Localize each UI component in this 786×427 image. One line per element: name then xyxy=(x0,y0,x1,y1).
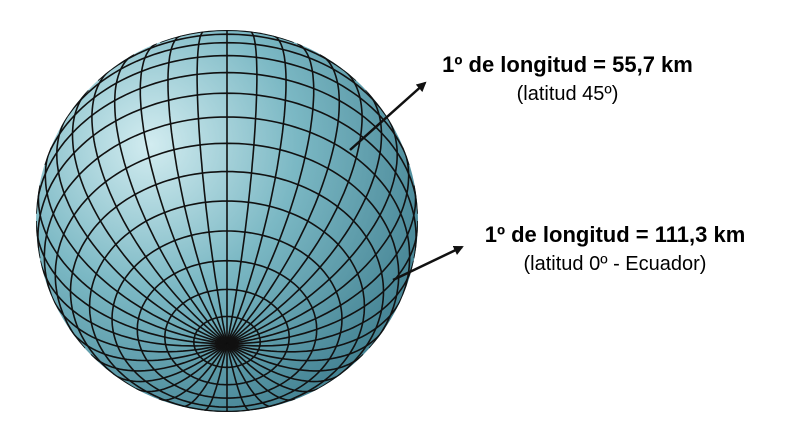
meridian-line xyxy=(226,343,296,401)
meridian-line xyxy=(181,343,228,408)
parallel-line xyxy=(88,200,366,412)
meridian-line xyxy=(71,89,228,345)
parallel-line xyxy=(136,259,318,399)
parallel-line xyxy=(69,170,385,392)
annotation-lat45-subtitle: (latitud 45º) xyxy=(516,83,619,105)
meridian-line xyxy=(226,220,418,345)
parallel-line xyxy=(43,54,411,166)
arrow-lat0 xyxy=(392,245,464,282)
annotation-lat0-subtitle: (latitud 0º - Ecuador) xyxy=(523,253,707,275)
meridian-line xyxy=(39,260,228,347)
meridian-line xyxy=(226,53,341,345)
meridian-line xyxy=(68,328,228,362)
parallel-line xyxy=(163,288,291,386)
meridian-line xyxy=(226,260,415,347)
meridian-line xyxy=(36,220,228,345)
annotation-lat45-title: 1º de longitud = 55,7 km xyxy=(442,52,693,77)
annotation-lat45: 1º de longitud = 55,7 km (latitud 45º) xyxy=(405,50,730,108)
meridian-line xyxy=(158,343,228,401)
parallel-line xyxy=(111,230,343,408)
meridian-line xyxy=(139,42,228,345)
meridian-line xyxy=(226,343,364,372)
meridian-line xyxy=(226,185,417,345)
parallel-line xyxy=(64,41,390,121)
meridian-line xyxy=(44,147,228,345)
parallel-line xyxy=(97,33,357,81)
meridian-line xyxy=(37,185,228,345)
parallel-line xyxy=(43,116,411,306)
meridian-line xyxy=(226,343,273,408)
parallel-line xyxy=(54,142,400,349)
meridian-line xyxy=(112,343,228,383)
meridian-line xyxy=(226,343,342,383)
arrow-lat45 xyxy=(349,81,427,151)
meridian-line xyxy=(226,42,315,345)
annotation-lat0-title: 1º de longitud = 111,3 km xyxy=(484,222,746,247)
meridian-line xyxy=(90,343,228,372)
meridian-line xyxy=(226,343,251,412)
parallel-line xyxy=(159,30,295,43)
parallel-line xyxy=(192,315,262,369)
meridian-line xyxy=(113,53,228,345)
meridian-line xyxy=(203,343,228,412)
annotation-lat0: 1º de longitud = 111,3 km (latitud 0º - … xyxy=(450,220,780,278)
meridian-line xyxy=(226,147,410,345)
globe-graticule xyxy=(36,30,418,412)
parallel-line xyxy=(36,71,418,214)
parallel-line xyxy=(37,92,417,259)
meridian-line xyxy=(226,328,386,362)
